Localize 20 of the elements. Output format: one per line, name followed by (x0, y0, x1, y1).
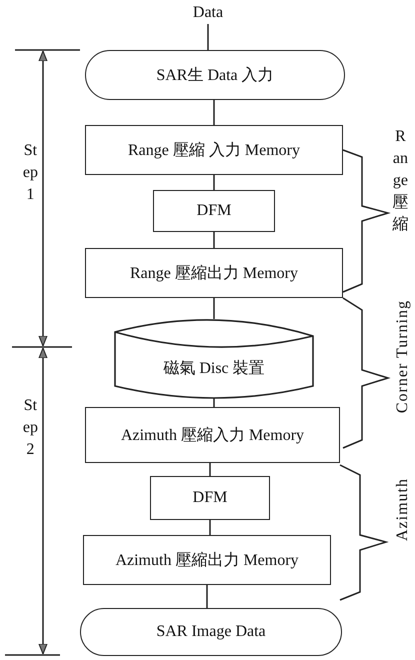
connector-line (213, 232, 215, 248)
process-box: DFM (150, 476, 270, 520)
connector-line (206, 585, 208, 608)
connector-line (213, 298, 215, 319)
process-box: Azimuth 壓縮出力 Memory (83, 535, 331, 585)
connector-line (207, 24, 209, 50)
connector-line (209, 520, 211, 535)
terminal-box: SAR生 Data 入力 (85, 50, 345, 100)
terminal-box: SAR Image Data (80, 608, 342, 656)
node-label: Data (188, 2, 228, 24)
side-label: Corner Turning (394, 300, 412, 414)
connector-line (209, 463, 211, 476)
process-box: Azimuth 壓縮入力 Memory (85, 407, 340, 463)
process-box: Range 壓縮 入力 Memory (85, 125, 343, 175)
connector-line (213, 175, 215, 190)
process-box: Range 壓縮出力 Memory (85, 248, 343, 298)
connector-line (213, 100, 215, 125)
side-label: Azimuth (394, 478, 412, 541)
side-label: Range 壓縮 (392, 127, 409, 235)
process-box: DFM (153, 190, 275, 232)
